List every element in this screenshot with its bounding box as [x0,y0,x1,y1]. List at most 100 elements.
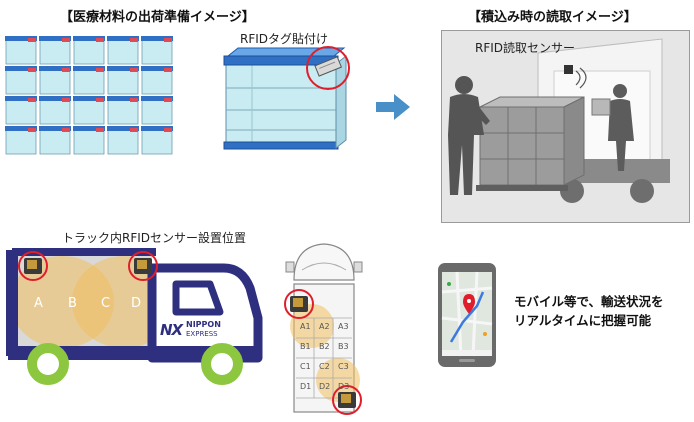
crate [107,129,139,155]
crate [39,129,71,155]
rfid-tag-icon [96,128,104,132]
rfid-tag-icon [164,98,172,102]
rfid-tag-caption: RFIDタグ貼付け [240,32,329,46]
crate-rim [73,36,105,41]
topview-cell-label: B3 [338,342,349,351]
zone-label-c: C [101,296,111,311]
right-panel-title: 【積込み時の読取イメージ】 [468,10,637,25]
crate-rim [39,36,71,41]
rfid-tag-icon [130,38,138,42]
crate [5,69,37,95]
loading-scene-frame: RFID読取センサー [441,30,690,223]
rfid-tag-icon [164,38,172,42]
crate [39,99,71,125]
rfid-tag-icon [164,68,172,72]
logo-line1: NIPPON [186,320,221,329]
rfid-tag-icon [164,128,172,132]
sensor-label: RFID読取センサー [475,41,576,55]
crate-rim [141,96,173,101]
topview-cell-label: B2 [319,342,330,351]
topview-cell-label: C1 [300,362,311,371]
crate-rim [73,96,105,101]
rfid-tag-icon [96,38,104,42]
rfid-tag-icon [62,38,70,42]
crate [73,69,105,95]
truck-top-view-illustration [284,243,363,415]
crate-rim [107,36,139,41]
rfid-tag-icon [28,38,36,42]
rfid-highlight-circle [306,46,350,90]
zone-label-b: B [68,296,77,311]
rfid-tag-icon [28,128,36,132]
rfid-tag-icon [62,98,70,102]
wheel-rear [27,343,69,385]
topview-cell-label: D1 [300,382,312,391]
topview-cell-label: A1 [300,322,311,331]
crate-rim [107,96,139,101]
crate [141,129,173,155]
crate-rim [73,66,105,71]
rfid-tag-icon [62,128,70,132]
crate-closeup-illustration [223,46,350,150]
rfid-tag-icon [28,68,36,72]
crate [107,69,139,95]
rfid-tag-icon [130,68,138,72]
crate-rim [141,36,173,41]
crate [39,39,71,65]
truck-section-caption: トラック内RFIDセンサー設置位置 [62,231,247,245]
crate-stack-illustration [5,36,173,155]
truck-side-illustration [6,248,263,385]
rfid-tag-icon [130,128,138,132]
crate [73,39,105,65]
rfid-tag-icon [28,98,36,102]
rfid-tag-icon [130,98,138,102]
crate [73,129,105,155]
crate [5,39,37,65]
crate [141,99,173,125]
crate [39,69,71,95]
rfid-tag-icon [96,68,104,72]
crate [107,99,139,125]
crate [5,99,37,125]
loading-scene-illustration [442,31,689,222]
crate-rim [141,66,173,71]
rfid-sensor-icon [564,65,573,74]
mobile-message-line2: リアルタイムに把握可能 [514,313,652,328]
crate-rim [141,126,173,131]
crate-rim [5,126,37,131]
crate [141,69,173,95]
rfid-tag-icon [62,68,70,72]
topview-cell-label: D2 [319,382,331,391]
logo-line2: EXPRESS [186,330,218,338]
mobile-message-line1: モバイル等で、輸送状況を [514,294,664,309]
logo-mark: NX [160,321,183,339]
topview-cell-label: C3 [338,362,349,371]
zone-label-d: D [131,296,142,311]
topview-cell-label: A2 [319,322,330,331]
crate-rim [5,66,37,71]
crate-rim [5,36,37,41]
crate [73,99,105,125]
zone-label-a: A [34,296,43,311]
crate-rim [39,66,71,71]
rfid-tag-icon [96,98,104,102]
wheel-front [201,343,243,385]
crate-rim [73,126,105,131]
nippon-express-logo: NX NIPPON EXPRESS [160,320,230,342]
topview-cell-label: B1 [300,342,311,351]
crate-rim [107,66,139,71]
map-pin-icon [463,294,475,314]
crate [141,39,173,65]
right-arrow-icon [376,94,410,120]
topview-cell-label: D3 [338,382,350,391]
crate [107,39,139,65]
topview-cell-label: A3 [338,322,349,331]
topview-cell-label: C2 [319,362,330,371]
left-panel-title: 【医療材料の出荷準備イメージ】 [60,10,255,25]
crate-rim [39,96,71,101]
smartphone-map-illustration [438,263,496,367]
crate-rim [5,96,37,101]
crate [5,129,37,155]
crate-rim [107,126,139,131]
crate-rim [39,126,71,131]
